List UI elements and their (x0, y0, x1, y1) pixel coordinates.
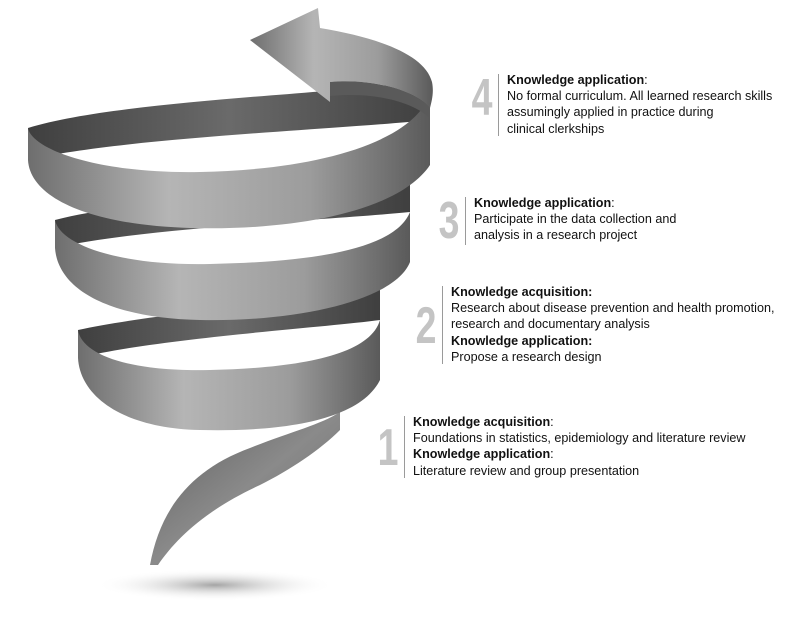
heading: Knowledge application (507, 73, 644, 87)
step-text: Knowledge acquisition: Foundations in st… (413, 414, 746, 479)
heading: Knowledge application (413, 447, 550, 461)
step-4: 4 Knowledge application: No formal curri… (468, 72, 772, 137)
divider (498, 74, 499, 136)
step-text: Knowledge acquisition: Research about di… (451, 284, 774, 365)
line: Foundations in statistics, epidemiology … (413, 430, 746, 446)
heading: Knowledge acquisition (413, 415, 550, 429)
step-number: 4 (472, 72, 491, 124)
step-2: 2 Knowledge acquisition: Research about … (412, 284, 774, 365)
line: Research about disease prevention and he… (451, 300, 774, 316)
ribbon-tail (150, 412, 340, 565)
line: No formal curriculum. All learned resear… (507, 88, 772, 104)
divider (465, 197, 466, 245)
step-number: 3 (439, 195, 458, 247)
heading: Knowledge application: (451, 334, 592, 348)
ground-shadow (95, 569, 335, 601)
heading: Knowledge acquisition: (451, 285, 592, 299)
divider (404, 416, 405, 478)
step-text: Knowledge application: No formal curricu… (507, 72, 772, 137)
step-1: 1 Knowledge acquisition: Foundations in … (374, 414, 746, 479)
line: assumingly applied in practice during (507, 104, 772, 120)
step-number: 1 (378, 422, 397, 474)
line: research and documentary analysis (451, 316, 774, 332)
step-3: 3 Knowledge application: Participate in … (435, 195, 676, 247)
divider (442, 286, 443, 364)
line: Propose a research design (451, 349, 774, 365)
heading: Knowledge application (474, 196, 611, 210)
step-number: 2 (416, 300, 435, 352)
step-text: Knowledge application: Participate in th… (474, 195, 676, 244)
line: Literature review and group presentation (413, 463, 746, 479)
line: Participate in the data collection and (474, 211, 676, 227)
line: analysis in a research project (474, 227, 676, 243)
line: clinical clerkships (507, 121, 772, 137)
